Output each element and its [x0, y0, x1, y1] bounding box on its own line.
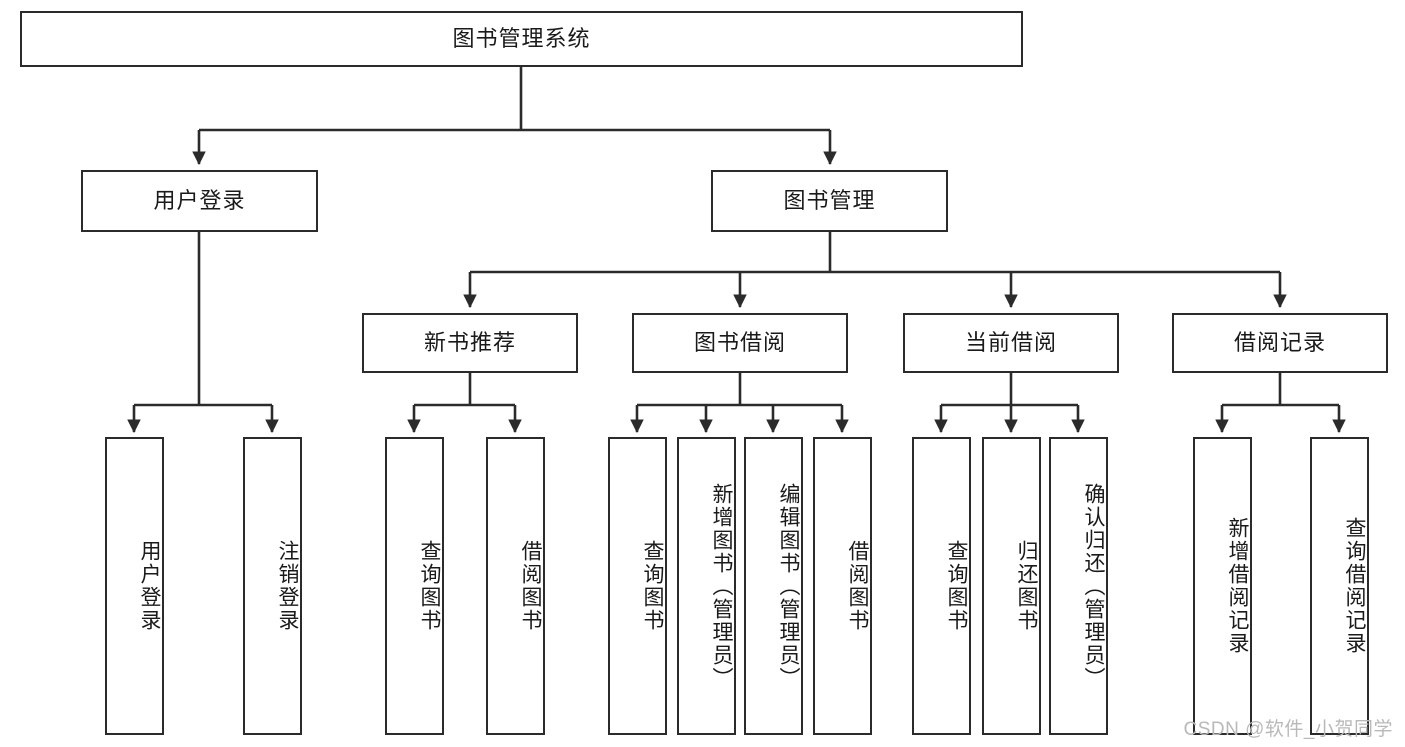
node-borrow-record[interactable]: 借阅记录: [1172, 313, 1388, 373]
node-current-borrow[interactable]: 当前借阅: [903, 313, 1119, 373]
node-user-login[interactable]: 用户登录: [81, 170, 318, 232]
leaf-query-book-current[interactable]: 查询图书: [912, 437, 971, 735]
leaf-logout-login[interactable]: 注销登录: [243, 437, 302, 735]
leaf-edit-book-admin[interactable]: 编辑图书（管理员）: [744, 437, 803, 735]
leaf-label: 查询借阅记录: [1343, 517, 1366, 655]
leaf-confirm-return-admin[interactable]: 确认归还（管理员）: [1049, 437, 1108, 735]
leaf-add-borrow-record[interactable]: 新增借阅记录: [1193, 437, 1252, 735]
leaf-add-book-admin[interactable]: 新增图书（管理员）: [677, 437, 736, 735]
leaf-label: 查询图书: [945, 540, 968, 632]
node-root-system[interactable]: 图书管理系统: [20, 11, 1023, 67]
leaf-user-login[interactable]: 用户登录: [105, 437, 164, 735]
leaf-label: 编辑图书（管理员）: [777, 482, 800, 690]
leaf-label: 查询图书: [418, 540, 441, 632]
leaf-label: 注销登录: [276, 540, 299, 632]
leaf-query-borrow-record[interactable]: 查询借阅记录: [1310, 437, 1369, 735]
leaf-label: 归还图书: [1015, 540, 1038, 632]
leaf-borrow-book-recommend[interactable]: 借阅图书: [486, 437, 545, 735]
leaf-return-book[interactable]: 归还图书: [982, 437, 1041, 735]
leaf-label: 新增图书（管理员）: [710, 482, 733, 690]
node-book-borrow[interactable]: 图书借阅: [632, 313, 848, 373]
node-book-management[interactable]: 图书管理: [711, 170, 948, 232]
node-new-book-recommend[interactable]: 新书推荐: [362, 313, 578, 373]
leaf-label: 查询图书: [641, 540, 664, 632]
leaf-borrow-book[interactable]: 借阅图书: [813, 437, 872, 735]
leaf-query-book-recommend[interactable]: 查询图书: [385, 437, 444, 735]
leaf-query-book-borrow[interactable]: 查询图书: [608, 437, 667, 735]
leaf-label: 借阅图书: [519, 540, 542, 632]
leaf-label: 借阅图书: [846, 540, 869, 632]
csdn-watermark: CSDN @软件_小贺同学: [1183, 719, 1393, 740]
leaf-label: 用户登录: [138, 540, 161, 632]
leaf-label: 确认归还（管理员）: [1082, 482, 1105, 690]
leaf-label: 新增借阅记录: [1226, 517, 1249, 655]
